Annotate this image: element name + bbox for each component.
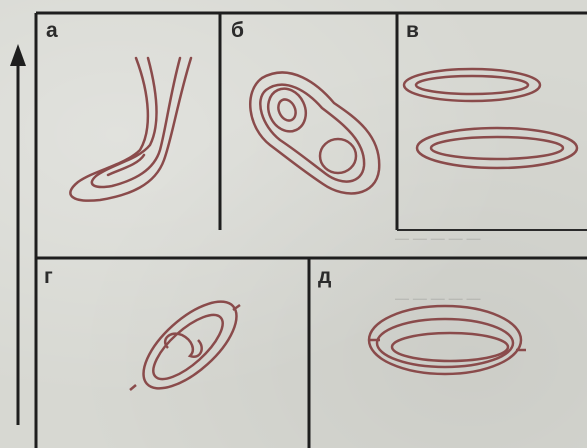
contour-plot-e [0,0,587,448]
